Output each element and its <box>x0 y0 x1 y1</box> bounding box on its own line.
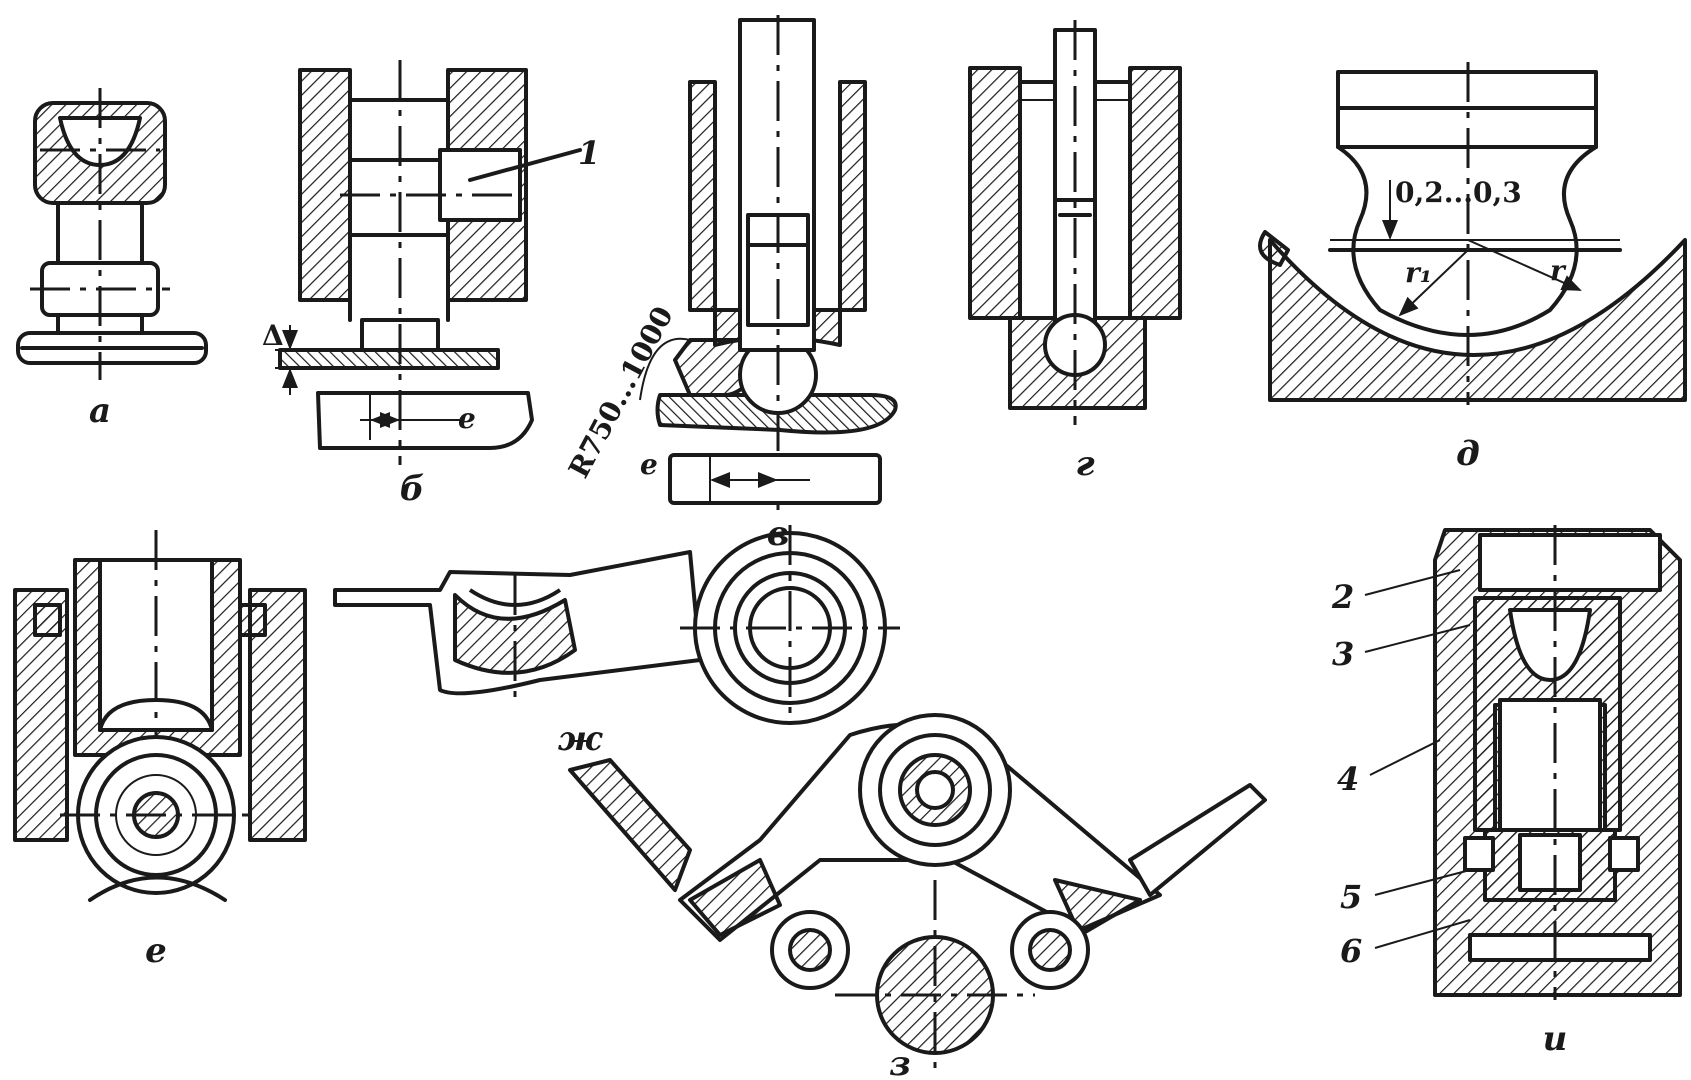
callout-5: 5 <box>1340 878 1362 916</box>
panel-z-dual-rocker-assembly <box>568 713 1267 1075</box>
dimension-e-panel-v: е <box>640 448 658 481</box>
callout-2: 2 <box>1331 578 1354 616</box>
callout-4: 4 <box>1337 760 1359 798</box>
dimension-r1: r₁ <box>1405 256 1432 289</box>
panel-label-b: б <box>400 469 425 509</box>
panel-label-z: з <box>889 1044 911 1080</box>
panel-label-i: и <box>1543 1019 1568 1059</box>
callout-1: 1 <box>578 134 600 172</box>
panel-label-v: в <box>767 514 789 554</box>
panel-b-offset-tappet <box>275 60 582 465</box>
panel-label-a: а <box>89 391 111 431</box>
panel-v-cup-tappet-convex-base <box>639 15 898 510</box>
dimension-delta: Δ <box>262 319 284 352</box>
dimension-r2: r <box>1550 254 1567 287</box>
callout-6: 6 <box>1340 932 1362 970</box>
callout-3: 3 <box>1332 635 1354 673</box>
panel-label-e: е <box>145 931 167 971</box>
dimension-radius: R750...1000 <box>562 301 680 483</box>
panel-label-zh: ж <box>558 719 604 759</box>
panel-label-g: г <box>1075 444 1094 484</box>
panel-a-mushroom-tappet <box>16 88 208 380</box>
panel-label-d: д <box>1456 434 1480 474</box>
dimension-gap: 0,2...0,3 <box>1395 176 1522 209</box>
panel-zh-rocker-lever <box>333 525 900 725</box>
callout-leaders <box>1364 569 1471 949</box>
dimension-e-panel-b: е <box>458 402 476 435</box>
panel-g-tappet-with-pushrod-socket <box>968 20 1182 425</box>
panel-d-spherical-base-detail <box>1258 62 1687 405</box>
panel-e-roller-tappet <box>13 530 307 902</box>
panel-i-hydraulic-tappet <box>1433 525 1682 1000</box>
